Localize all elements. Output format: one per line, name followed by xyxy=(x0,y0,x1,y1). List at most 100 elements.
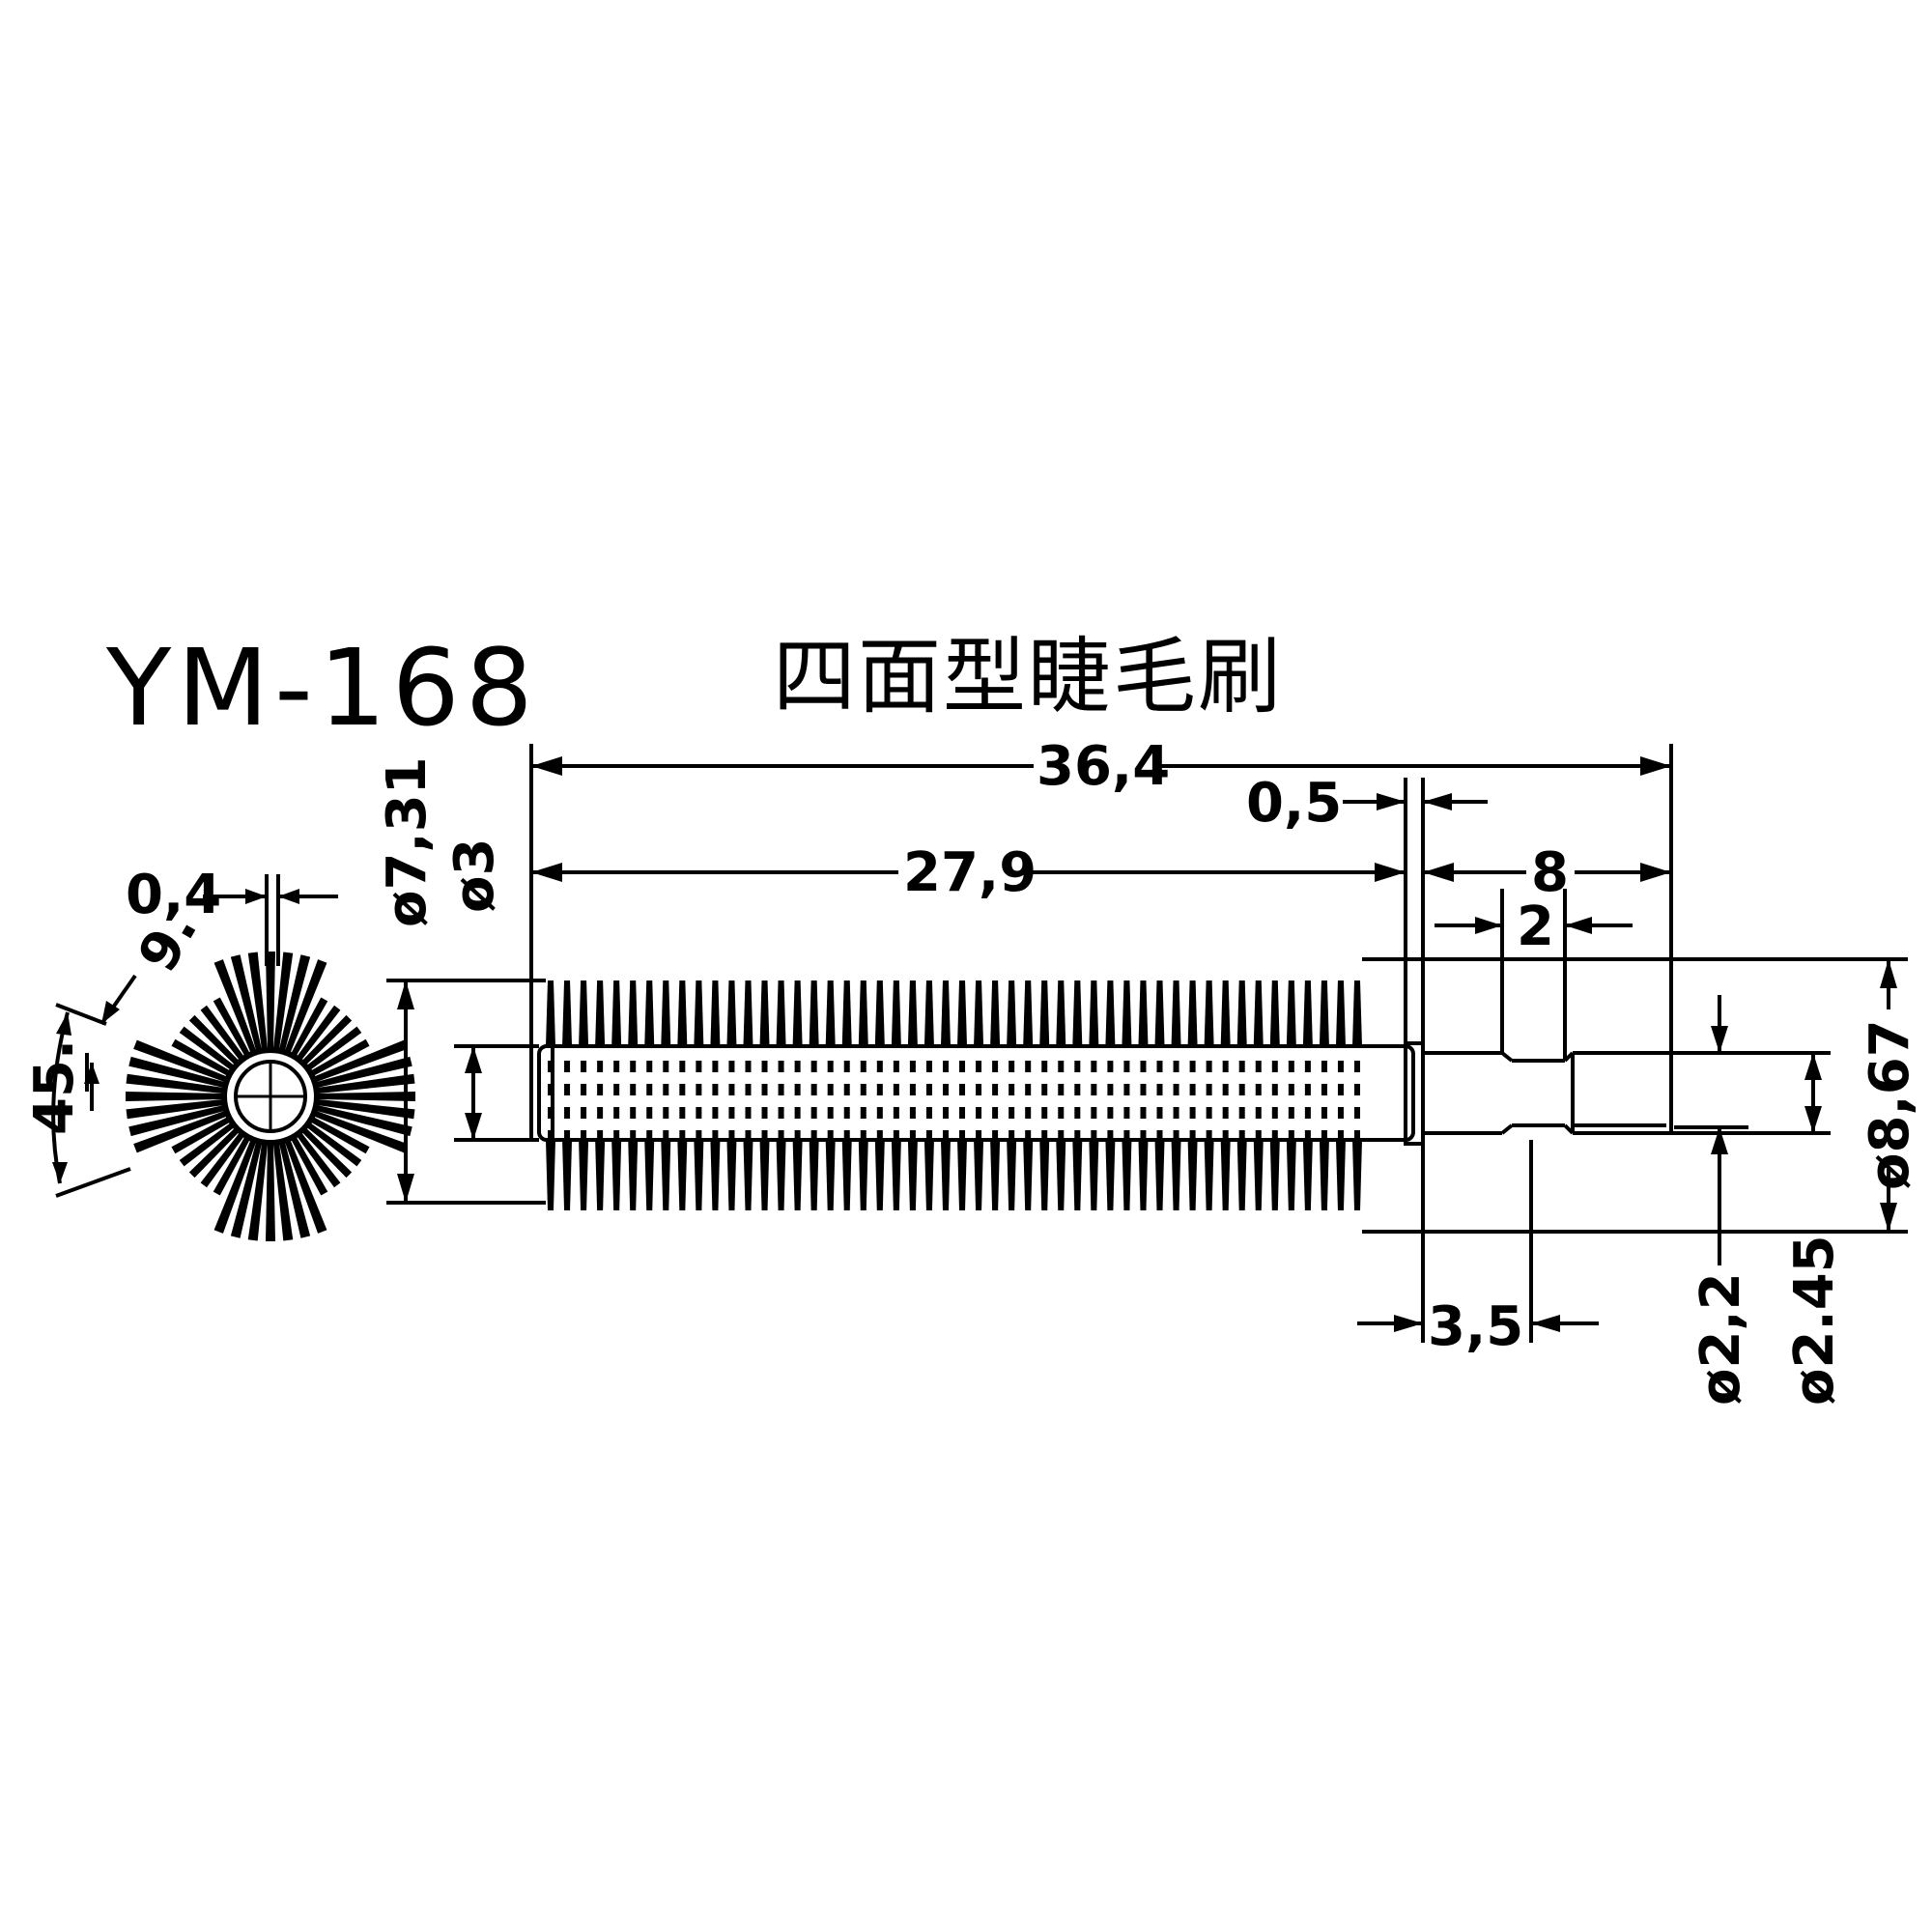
bristle-root xyxy=(860,1084,867,1095)
bristle-root xyxy=(1107,1107,1114,1119)
bristle-root xyxy=(893,1130,899,1142)
end-view-bristle xyxy=(278,1140,311,1238)
bristle-root xyxy=(1304,1107,1311,1119)
bristle-root xyxy=(843,1107,850,1119)
bristle-root xyxy=(646,1107,653,1119)
bristle-root xyxy=(1123,1084,1130,1095)
dim-bristle-diameter-label: ø7,31 xyxy=(376,756,439,927)
dim-bristle-angle: 45. xyxy=(23,1003,131,1198)
bristle-bottom xyxy=(1319,1140,1329,1210)
bristle-root xyxy=(1238,1130,1245,1142)
bristle-bottom xyxy=(1171,1140,1181,1210)
bristle-top xyxy=(759,980,770,1046)
bristle-root xyxy=(1271,1061,1278,1072)
bristle-root xyxy=(679,1107,686,1119)
bristle-top xyxy=(1138,980,1149,1046)
bristle-root xyxy=(810,1107,817,1119)
bristle-root xyxy=(696,1107,702,1119)
bristle-root xyxy=(778,1130,784,1142)
bristle-top xyxy=(726,980,737,1046)
bristle-root xyxy=(1074,1061,1081,1072)
dim-pin-outer-diameter-label: ø2.45 xyxy=(1783,1235,1846,1406)
bristle-bottom xyxy=(874,1140,885,1210)
bristle-root xyxy=(1255,1130,1262,1142)
end-view-bristle xyxy=(213,997,251,1058)
bristle-root xyxy=(1041,1061,1048,1072)
bristle-root xyxy=(1041,1107,1048,1119)
bristle-root xyxy=(992,1107,999,1119)
bristle-bottom xyxy=(792,1140,803,1210)
bristle-top xyxy=(891,980,901,1046)
bristle-bottom xyxy=(1056,1140,1066,1210)
bristle-root xyxy=(728,1061,735,1072)
end-view-bristle xyxy=(128,1056,227,1089)
bristle-top xyxy=(1236,980,1247,1046)
bristle-root xyxy=(810,1130,817,1142)
end-view-bristle xyxy=(179,1026,236,1071)
bristle-root xyxy=(1123,1061,1130,1072)
bristle-root xyxy=(925,1061,932,1072)
bristle-bottom xyxy=(546,1140,555,1210)
bristle-bottom xyxy=(1204,1140,1214,1210)
end-view-bristle xyxy=(314,1104,412,1137)
bristle-top xyxy=(957,980,968,1046)
bristle-root xyxy=(1074,1107,1081,1119)
bristle-top xyxy=(940,980,951,1046)
bristle-root xyxy=(1288,1084,1294,1095)
bristle-top xyxy=(1105,980,1116,1046)
bristle-root xyxy=(778,1061,784,1072)
dim-bristle-angle-label: 45. xyxy=(23,1039,86,1135)
bristle-root xyxy=(925,1130,932,1142)
bristle-top xyxy=(874,980,885,1046)
bristle-top xyxy=(1122,980,1132,1046)
end-view-bristle xyxy=(200,1005,245,1062)
bristle-root xyxy=(1189,1061,1196,1072)
product-name: 四面型睫毛刷 xyxy=(773,629,1283,725)
bristle-root xyxy=(1304,1084,1311,1095)
end-view-bristle xyxy=(128,1104,227,1137)
bristle-root xyxy=(712,1084,719,1095)
bristle-bottom xyxy=(974,1140,984,1210)
bristle-top xyxy=(1007,980,1017,1046)
bristle-top xyxy=(595,980,606,1046)
bristle-bottom xyxy=(1007,1140,1017,1210)
bristle-bottom xyxy=(841,1140,852,1210)
bristle-root xyxy=(1173,1084,1179,1095)
bristle-root xyxy=(613,1061,620,1072)
bristle-root xyxy=(925,1107,932,1119)
bristle-root xyxy=(1091,1130,1097,1142)
bristle-root xyxy=(613,1084,620,1095)
bristle-root xyxy=(876,1061,883,1072)
bristle-root xyxy=(1189,1084,1196,1095)
end-view-bristle xyxy=(213,959,257,1055)
bristle-root xyxy=(976,1130,982,1142)
bristle-root xyxy=(646,1130,653,1142)
bristle-root xyxy=(1222,1061,1229,1072)
bristle-root xyxy=(959,1107,966,1119)
bristle-root xyxy=(1255,1061,1262,1072)
end-view-bristle xyxy=(272,952,294,1051)
bristle-top xyxy=(1302,980,1313,1046)
extension-lines-right xyxy=(1362,744,1908,1343)
dim-handle-length: 8 xyxy=(1423,841,1671,904)
end-view-bristle xyxy=(133,1110,229,1153)
bristle-root xyxy=(1337,1130,1344,1142)
end-view-bristle xyxy=(290,1135,328,1196)
bristle-bottom xyxy=(661,1140,671,1210)
end-view-bristle xyxy=(133,1039,229,1083)
bristle-root xyxy=(1107,1061,1114,1072)
bristle-bottom xyxy=(579,1140,589,1210)
bristle-root xyxy=(810,1061,817,1072)
bristle-root xyxy=(1255,1084,1262,1095)
bristle-root xyxy=(909,1084,916,1095)
dim-collar-width-label: 0,5 xyxy=(1246,772,1342,835)
dim-handle-length-label: 8 xyxy=(1531,841,1569,904)
bristle-bottom xyxy=(710,1140,721,1210)
bristle-top xyxy=(1072,980,1083,1046)
bristle-root xyxy=(696,1130,702,1142)
bristle-root xyxy=(679,1084,686,1095)
end-view-bristle xyxy=(230,1140,263,1238)
bristle-root xyxy=(761,1130,768,1142)
bristle-root xyxy=(1288,1130,1294,1142)
bristle-root xyxy=(1304,1061,1311,1072)
